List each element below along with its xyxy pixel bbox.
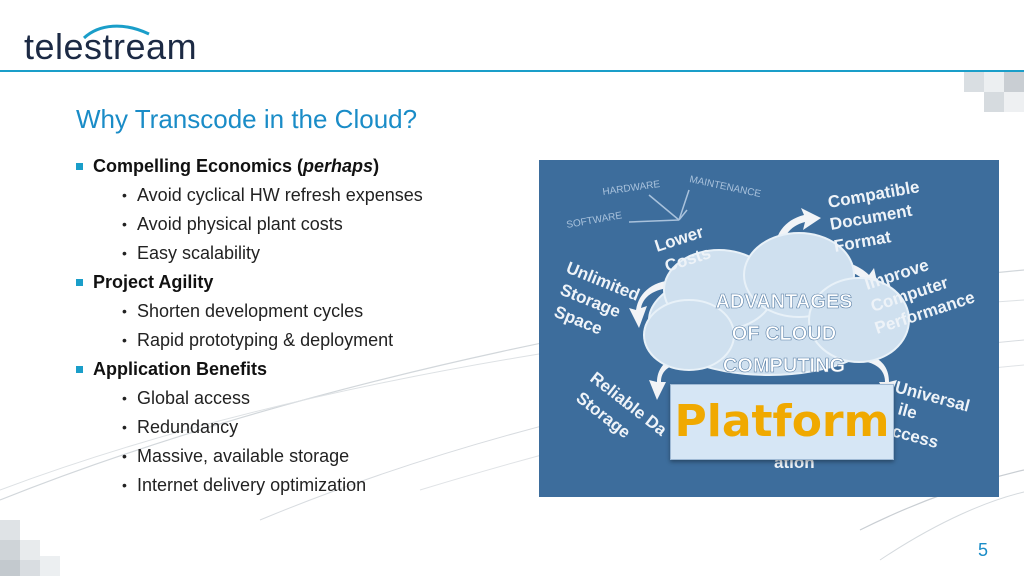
dot-bullet-icon: • (122, 448, 127, 464)
dot-bullet-icon: • (122, 187, 127, 203)
cloud-line-3: COMPUTING (723, 355, 845, 377)
bullet-item: • Shorten development cycles (76, 297, 516, 326)
dot-bullet-icon: • (122, 419, 127, 435)
software-label: SOFTWARE (566, 210, 624, 231)
bullet-item: • Rapid prototyping & deployment (76, 326, 516, 355)
bullet-item-text: Avoid cyclical HW refresh expenses (137, 185, 423, 205)
dot-bullet-icon: • (122, 390, 127, 406)
square-bullet-icon (76, 279, 83, 286)
decor-tile (964, 72, 984, 92)
decor-tile (20, 540, 40, 560)
bullet-item: • Avoid physical plant costs (76, 210, 516, 239)
header-divider (0, 70, 1024, 72)
decor-tile (1004, 92, 1024, 112)
page-number: 5 (978, 540, 989, 560)
bullet-item-text: Easy scalability (137, 243, 261, 263)
cloud-computing-image: HARDWARE MAINTENANCE SOFTWARE ADVANTAGES… (539, 160, 999, 497)
dot-bullet-icon: • (122, 303, 127, 319)
decor-tile (0, 540, 20, 560)
bullet-item-text: Internet delivery optimization (137, 475, 367, 495)
dot-bullet-icon: • (122, 216, 127, 232)
universal-label-3: ccess (890, 422, 941, 453)
square-bullet-icon (76, 366, 83, 373)
heading-emphasis: perhaps (303, 156, 374, 176)
decor-tile (20, 560, 40, 576)
decor-tile (984, 72, 1004, 92)
bullet-item: • Massive, available storage (76, 442, 516, 471)
bullet-item-text: Shorten development cycles (137, 301, 364, 321)
bullet-item-text: Redundancy (137, 417, 239, 437)
cloud-diagram-graphic: HARDWARE MAINTENANCE SOFTWARE ADVANTAGES… (552, 174, 978, 472)
bullet-item: • Easy scalability (76, 239, 516, 268)
bullet-heading: Project Agility (76, 268, 516, 297)
cloud-text: ADVANTAGES OF CLOUD COMPUTING (715, 291, 853, 378)
hardware-label: HARDWARE (602, 179, 661, 198)
dot-bullet-icon: • (122, 245, 127, 261)
telestream-logo: telestream (24, 20, 244, 70)
maintenance-label: MAINTENANCE (688, 174, 762, 200)
decor-tile (984, 92, 1004, 112)
platform-label: Platform (670, 384, 894, 460)
dot-bullet-icon: • (122, 477, 127, 493)
logo-arc-icon (82, 24, 150, 40)
bullet-item-text: Avoid physical plant costs (137, 214, 343, 234)
heading-text: Compelling Economics ( (93, 156, 304, 176)
cloud-line-1: ADVANTAGES (715, 291, 852, 313)
bullet-item-text: Rapid prototyping & deployment (137, 330, 394, 350)
heading-text: ) (373, 156, 380, 176)
bullet-item: • Global access (76, 384, 516, 413)
bullet-item-text: Massive, available storage (137, 446, 350, 466)
bullet-item: • Redundancy (76, 413, 516, 442)
decor-tile (0, 520, 20, 540)
cloud-line-2: OF CLOUD (732, 323, 836, 345)
heading-text: Application Benefits (93, 359, 268, 379)
logo-text: telestream (24, 26, 198, 67)
decor-tile (0, 560, 20, 576)
cloud-shape (643, 232, 910, 376)
decor-tile (1004, 72, 1024, 92)
bullet-list: Compelling Economics (perhaps) • Avoid cy… (76, 152, 516, 500)
cost-lines-graphic (628, 189, 690, 223)
slide-title: Why Transcode in the Cloud? (76, 104, 418, 134)
bullet-item: • Avoid cyclical HW refresh expenses (76, 181, 516, 210)
heading-text: Project Agility (93, 272, 214, 292)
bullet-item: • Internet delivery optimization (76, 471, 516, 500)
bullet-item-text: Global access (137, 388, 251, 408)
bullet-heading: Application Benefits (76, 355, 516, 384)
dot-bullet-icon: • (122, 332, 127, 348)
universal-label-2: ile (896, 400, 919, 423)
square-bullet-icon (76, 163, 83, 170)
bullet-heading: Compelling Economics (perhaps) (76, 152, 516, 181)
decor-tile (40, 556, 60, 576)
